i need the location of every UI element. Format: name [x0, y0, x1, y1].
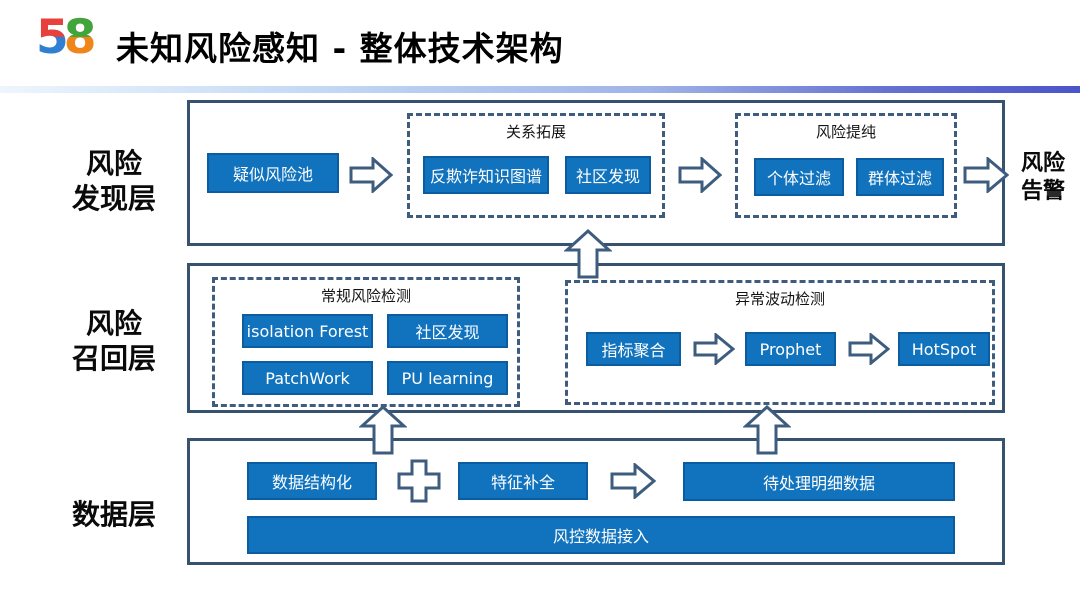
arrow-up-icon [564, 229, 612, 279]
risk-alert-label: 风险 告警 [1020, 151, 1065, 204]
arrow-right-icon [693, 333, 735, 365]
node-feature-completion: 特征补全 [458, 462, 588, 500]
arrow-right-icon [349, 157, 393, 193]
data-layer-label: 数据层 [71, 498, 156, 531]
arrow-up-icon [359, 405, 407, 455]
anomaly-fluctuation-detection-title: 异常波动检测 [734, 290, 825, 308]
node-pu-learning: PU learning [387, 361, 508, 395]
relation-expansion-group: 关系拓展 反欺诈知识图谱 社区发现 [407, 113, 665, 218]
node-community-detection-recall: 社区发现 [387, 314, 508, 348]
recall-layer-label: 风险 召回层 [71, 307, 156, 375]
node-prophet: Prophet [745, 332, 836, 366]
risk-purification-title: 风险提纯 [815, 123, 876, 141]
node-metric-aggregation: 指标聚合 [586, 332, 681, 366]
node-community-detection: 社区发现 [565, 156, 651, 194]
risk-purification-group: 风险提纯 个体过滤 群体过滤 [735, 113, 957, 218]
title-divider-bar [0, 86, 1080, 93]
arrow-right-icon [848, 333, 890, 365]
node-antifraud-knowledge-graph: 反欺诈知识图谱 [423, 156, 549, 194]
anomaly-fluctuation-detection-group: 异常波动检测 指标聚合 Prophet HotSpot [565, 280, 995, 405]
node-hotspot: HotSpot [898, 332, 990, 366]
arrow-right-icon [963, 157, 1009, 193]
logo-digit-8: 8 8 [63, 10, 97, 65]
plus-icon [397, 459, 441, 503]
logo-digit-5: 5 5 [36, 10, 69, 65]
node-pending-detail-data: 待处理明细数据 [683, 462, 955, 501]
node-group-filter: 群体过滤 [856, 158, 944, 196]
node-data-structuring: 数据结构化 [247, 462, 377, 500]
logo-58: 5 5 8 8 [36, 10, 97, 66]
page-title: 未知风险感知 - 整体技术架构 [116, 29, 564, 68]
regular-risk-detection-title: 常规风险检测 [320, 287, 411, 305]
regular-risk-detection-group: 常规风险检测 isolation Forest 社区发现 PatchWork P… [212, 277, 520, 407]
node-isolation-forest: isolation Forest [242, 314, 373, 348]
node-individual-filter: 个体过滤 [754, 158, 844, 196]
relation-expansion-title: 关系拓展 [505, 123, 566, 141]
node-risk-data-ingestion: 风控数据接入 [247, 516, 955, 554]
discovery-layer-label: 风险 发现层 [71, 147, 156, 215]
arrow-right-icon [678, 157, 722, 193]
arrow-up-icon [743, 405, 791, 455]
arrow-right-icon [610, 463, 656, 499]
node-patchwork: PatchWork [242, 361, 373, 395]
node-suspect-risk-pool: 疑似风险池 [207, 153, 339, 193]
